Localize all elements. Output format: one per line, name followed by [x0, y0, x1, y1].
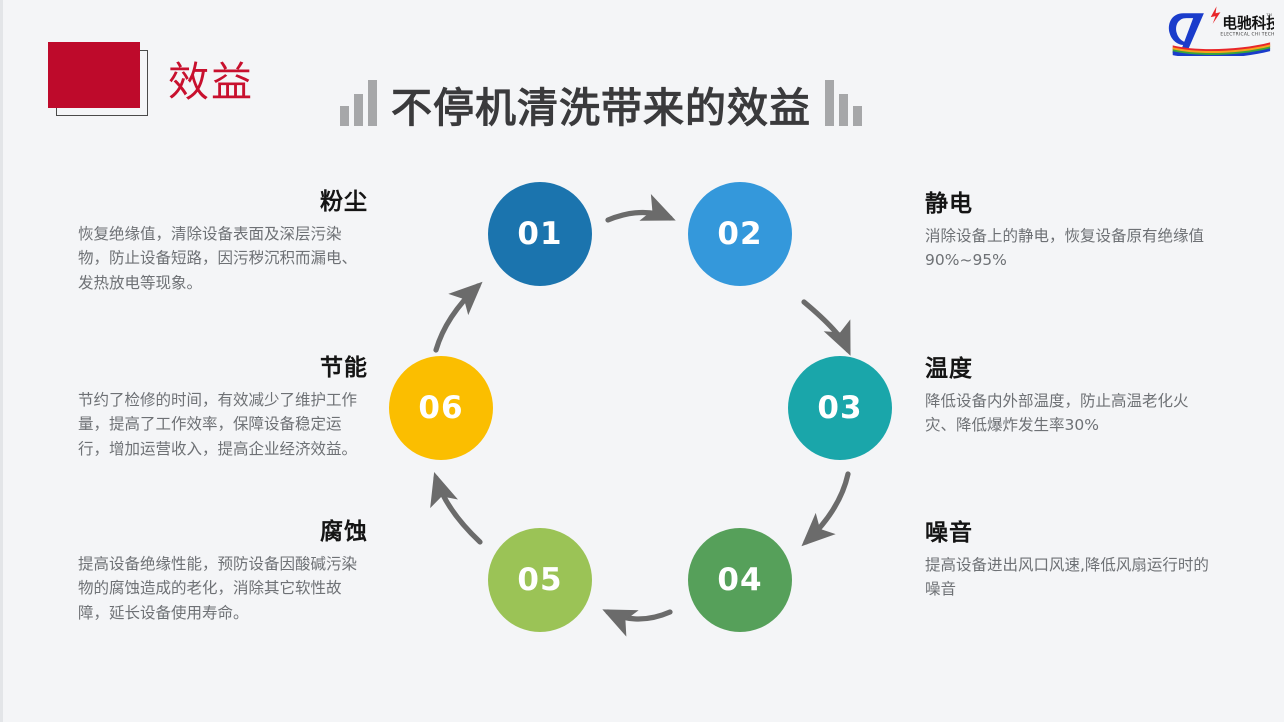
cycle-diagram: 01 02 03 04 05 06: [370, 160, 930, 670]
info-block-dust: 粉尘 恢复绝缘值，清除设备表面及深层污染物，防止设备短路，因污秽沉积而漏电、发热…: [78, 182, 368, 295]
page-title: 不停机清洗带来的效益: [391, 84, 811, 132]
logo-artwork-icon: 电驰科技 ELECTRICAL CHI TECHNOLOGY TM: [1168, 6, 1284, 59]
info-block-static-electricity: 静电 消除设备上的静电，恢复设备原有绝缘值90%~95%: [925, 184, 1215, 273]
company-logo: 电驰科技 ELECTRICAL CHI TECHNOLOGY TM: [1162, 4, 1284, 59]
left-edge-rule: [0, 0, 3, 722]
info-block-body: 节约了检修的时间，有效减少了维护工作量，提高了工作效率，保障设备稳定运行，增加运…: [78, 391, 358, 458]
arrow-02-to-03: [801, 299, 851, 356]
cycle-node-number: 05: [517, 562, 563, 598]
cycle-node-number: 06: [418, 390, 464, 426]
arrow-03-to-04: [801, 471, 851, 547]
cycle-node-number: 01: [517, 216, 563, 252]
info-block-body: 提高设备绝缘性能，预防设备因酸碱污染物的腐蚀造成的老化，消除其它软性故障，延长设…: [78, 555, 358, 622]
info-block-heading: 静电: [925, 191, 973, 217]
arrow-05-to-06: [430, 472, 483, 545]
section-badge: [48, 42, 148, 116]
info-block-heading: 粉尘: [320, 189, 368, 215]
cycle-node-05[interactable]: 05: [488, 528, 592, 632]
svg-text:ELECTRICAL CHI TECHNOLOGY: ELECTRICAL CHI TECHNOLOGY: [1220, 32, 1274, 38]
info-block-corrosion: 腐蚀 提高设备绝缘性能，预防设备因酸碱污染物的腐蚀造成的老化，消除其它软性故障，…: [78, 512, 368, 625]
svg-text:电驰科技: 电驰科技: [1222, 14, 1274, 32]
info-block-heading: 温度: [925, 356, 973, 382]
section-badge-label: 效益: [168, 58, 254, 106]
cycle-node-04[interactable]: 04: [688, 528, 792, 632]
info-block-energy-saving: 节能 节约了检修的时间，有效减少了维护工作量，提高了工作效率，保障设备稳定运行，…: [78, 348, 368, 461]
cycle-node-01[interactable]: 01: [488, 182, 592, 286]
badge-filled-square: [48, 42, 140, 108]
arrow-01-to-02: [605, 193, 676, 223]
bar-chart-decoration-right-icon: [825, 80, 862, 126]
info-block-heading: 腐蚀: [320, 519, 368, 545]
title-row: 不停机清洗带来的效益: [340, 66, 862, 132]
arrow-04-to-05: [602, 609, 673, 637]
info-block-temperature: 温度 降低设备内外部温度，防止高温老化火灾、降低爆炸发生率30%: [925, 349, 1215, 438]
info-block-noise: 噪音 提高设备进出风口风速,降低风扇运行时的噪音: [925, 513, 1215, 602]
info-block-heading: 节能: [320, 355, 368, 381]
info-block-heading: 噪音: [925, 520, 973, 546]
arrow-06-to-01: [433, 281, 483, 353]
info-block-body: 消除设备上的静电，恢复设备原有绝缘值90%~95%: [925, 227, 1205, 270]
info-block-body: 降低设备内外部温度，防止高温老化火灾、降低爆炸发生率30%: [925, 392, 1189, 435]
cycle-node-02[interactable]: 02: [688, 182, 792, 286]
cycle-arrows: [430, 193, 851, 637]
cycle-node-03[interactable]: 03: [788, 356, 892, 460]
cycle-node-number: 04: [717, 562, 763, 598]
info-block-body: 恢复绝缘值，清除设备表面及深层污染物，防止设备短路，因污秽沉积而漏电、发热放电等…: [78, 225, 358, 292]
cycle-node-06[interactable]: 06: [389, 356, 493, 460]
svg-text:TM: TM: [1265, 12, 1272, 17]
cycle-node-number: 03: [817, 390, 863, 426]
bar-chart-decoration-left-icon: [340, 80, 377, 126]
info-block-body: 提高设备进出风口风速,降低风扇运行时的噪音: [925, 556, 1209, 599]
cycle-node-number: 02: [717, 216, 763, 252]
